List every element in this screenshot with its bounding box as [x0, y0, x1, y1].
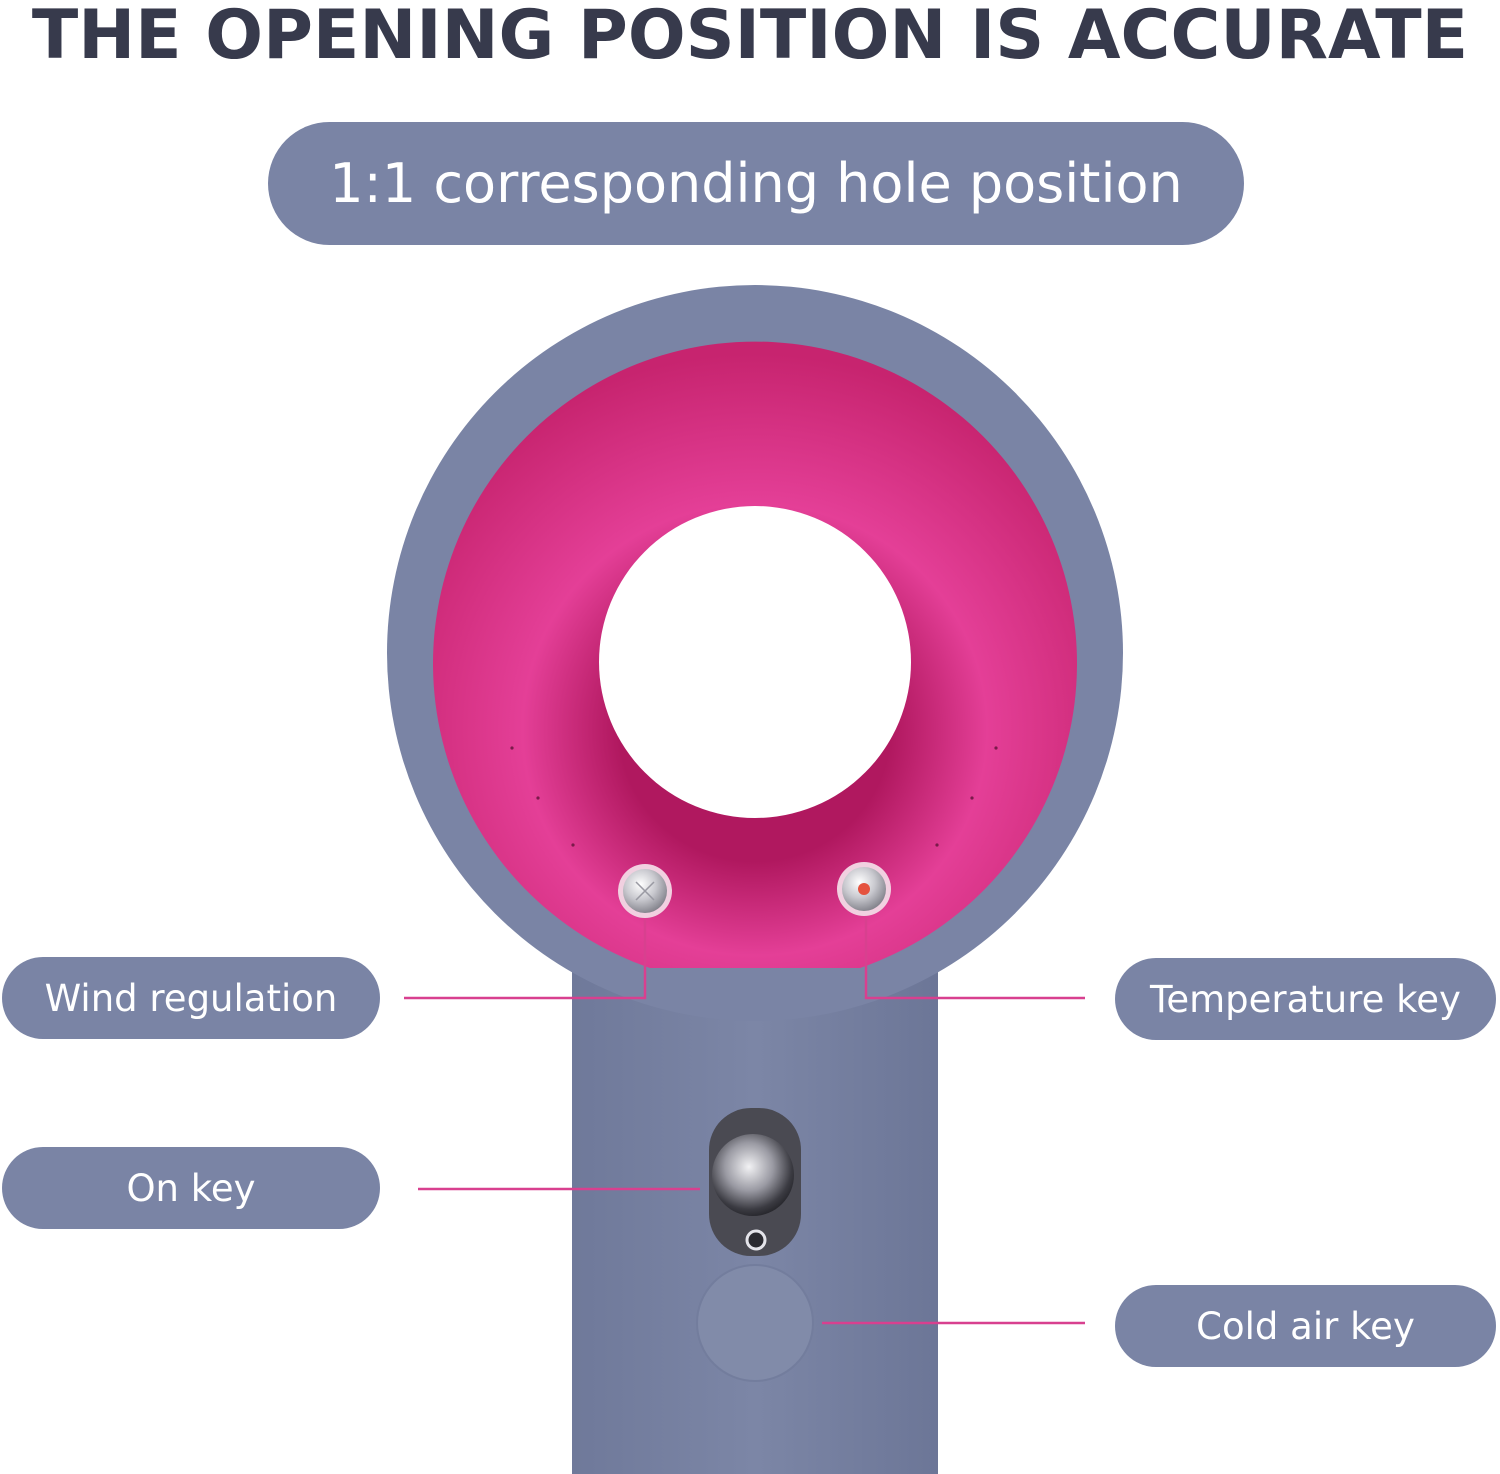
- power-switch-icon: [709, 1108, 801, 1256]
- temperature-key-text: Temperature key: [1150, 977, 1461, 1021]
- subtitle-pill: 1:1 corresponding hole position: [268, 122, 1244, 245]
- on-key-text: On key: [126, 1166, 256, 1210]
- on-key-label: On key: [2, 1147, 380, 1229]
- wind-regulation-text: Wind regulation: [44, 976, 338, 1020]
- cold-air-key-label: Cold air key: [1115, 1285, 1496, 1367]
- cold-air-key-text: Cold air key: [1196, 1304, 1415, 1348]
- leader-lines: [404, 918, 1085, 1325]
- dryer-center-hole: [599, 506, 911, 818]
- vent-dots: [510, 746, 998, 847]
- subtitle-text: 1:1 corresponding hole position: [329, 152, 1183, 215]
- headline: THE OPENING POSITION IS ACCURATE: [31, 0, 1469, 75]
- temperature-button-icon: [837, 862, 891, 916]
- wind-regulation-button-icon: [618, 864, 672, 918]
- temperature-key-label: Temperature key: [1115, 958, 1496, 1040]
- wind-regulation-label: Wind regulation: [2, 957, 380, 1039]
- cold-air-button-icon: [696, 1264, 814, 1382]
